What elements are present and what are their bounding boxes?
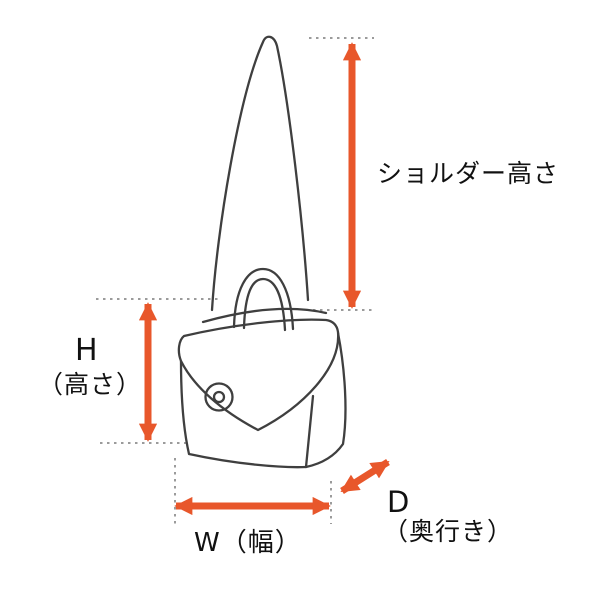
bag-handle-outer: [232, 267, 295, 331]
bag-handle-inner: [242, 277, 287, 332]
depth-abbr-label: D: [387, 485, 411, 519]
bag-top-edge: [201, 307, 328, 324]
bag-front-seam: [304, 394, 315, 469]
clasp-inner: [212, 390, 226, 404]
shoulder-height-label: ショルダー高さ: [377, 159, 560, 188]
shoulder-strap: [210, 35, 310, 312]
bag-flap: [177, 318, 340, 432]
dimension-arrows: [138, 42, 390, 516]
clasp-outer: [204, 382, 234, 412]
bag-side-panel: [304, 331, 347, 469]
height-caption-label: （高さ）: [38, 370, 143, 399]
guide-lines: [96, 37, 374, 524]
height-abbr-label: H: [75, 333, 99, 368]
depth-arrow: [340, 459, 390, 494]
bag-drawing: [177, 35, 347, 469]
bag-body: [179, 359, 308, 469]
width-label: W（幅）: [194, 528, 302, 558]
depth-caption-label: （奥行き）: [383, 517, 514, 546]
